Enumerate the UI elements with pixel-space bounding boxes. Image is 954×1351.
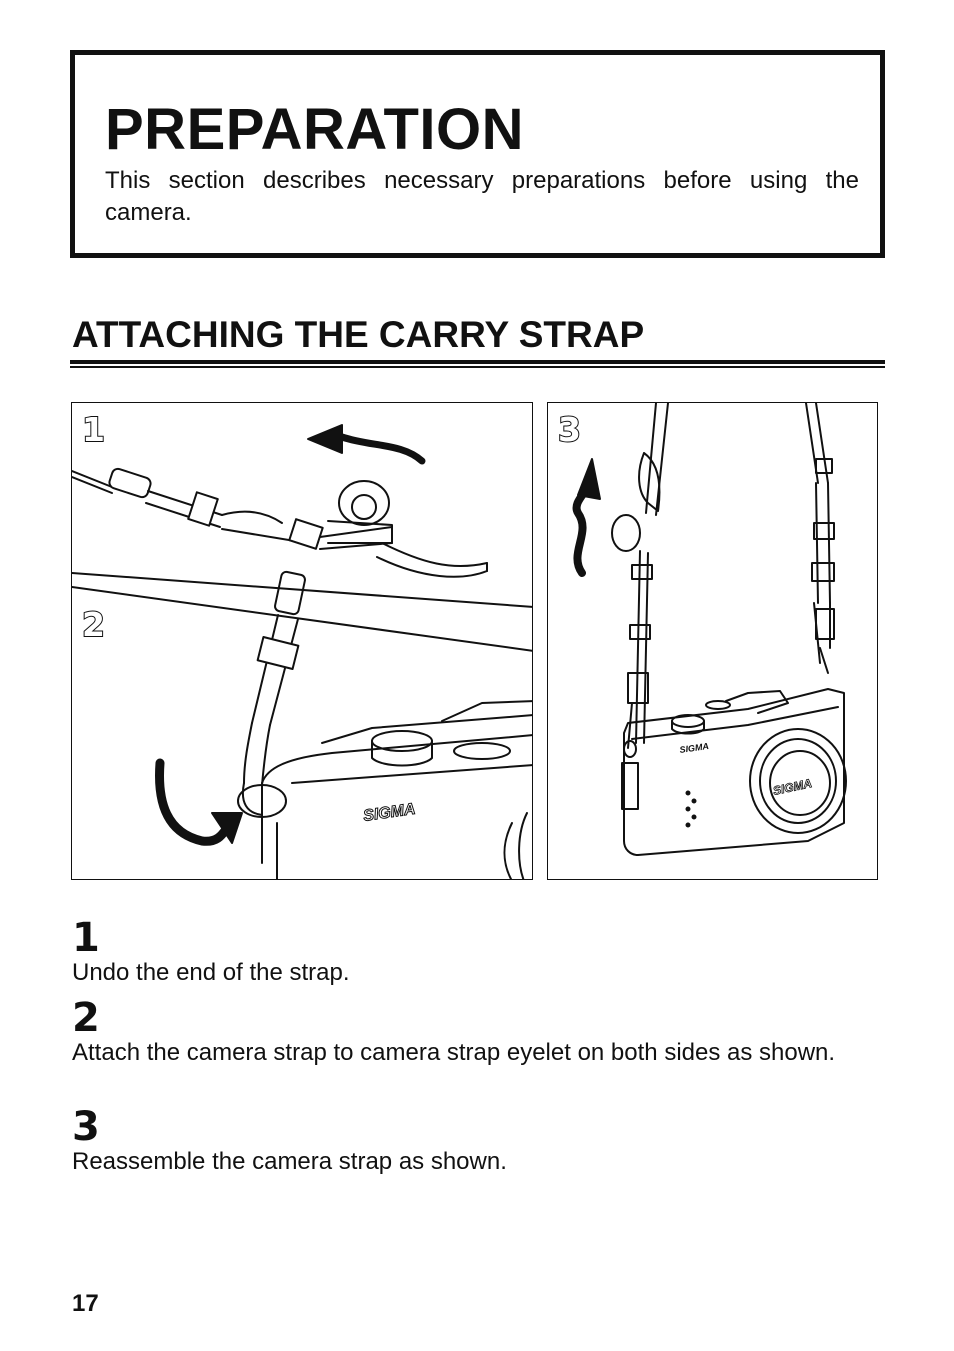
page-title: PREPARATION (105, 97, 525, 162)
step-1-text: Undo the end of the strap. (72, 959, 350, 986)
figure-steps-1-2: SIGMA 1 2 (71, 402, 533, 880)
panel-3-label: 3 (557, 410, 582, 449)
strap-illustration-right: SIGMA SIGMA (572, 403, 847, 856)
panel-2-label: 2 (81, 605, 106, 644)
step-2-text: Attach the camera strap to camera strap … (72, 1039, 836, 1066)
camera-brand-label-left: SIGMA (362, 801, 416, 825)
section-rule (70, 360, 885, 369)
step-3-number: 3 (72, 1104, 100, 1150)
panel-1-label: 1 (81, 410, 106, 449)
intro-box: PREPARATION This section describes neces… (70, 50, 885, 258)
page-number: 17 (72, 1290, 99, 1317)
step-3-text: Reassemble the camera strap as shown. (72, 1148, 507, 1175)
intro-description: This section describes necessary prepara… (105, 167, 859, 226)
step-1-number: 1 (72, 915, 100, 961)
camera-brand-label-top: SIGMA (679, 741, 710, 755)
strap-illustration-left: SIGMA (72, 424, 532, 879)
section-title: ATTACHING THE CARRY STRAP (72, 314, 645, 355)
figure-step-3: SIGMA SIGMA 3 (547, 402, 878, 880)
camera-brand-label-lens: SIGMA (772, 776, 813, 798)
step-2-number: 2 (72, 995, 100, 1041)
